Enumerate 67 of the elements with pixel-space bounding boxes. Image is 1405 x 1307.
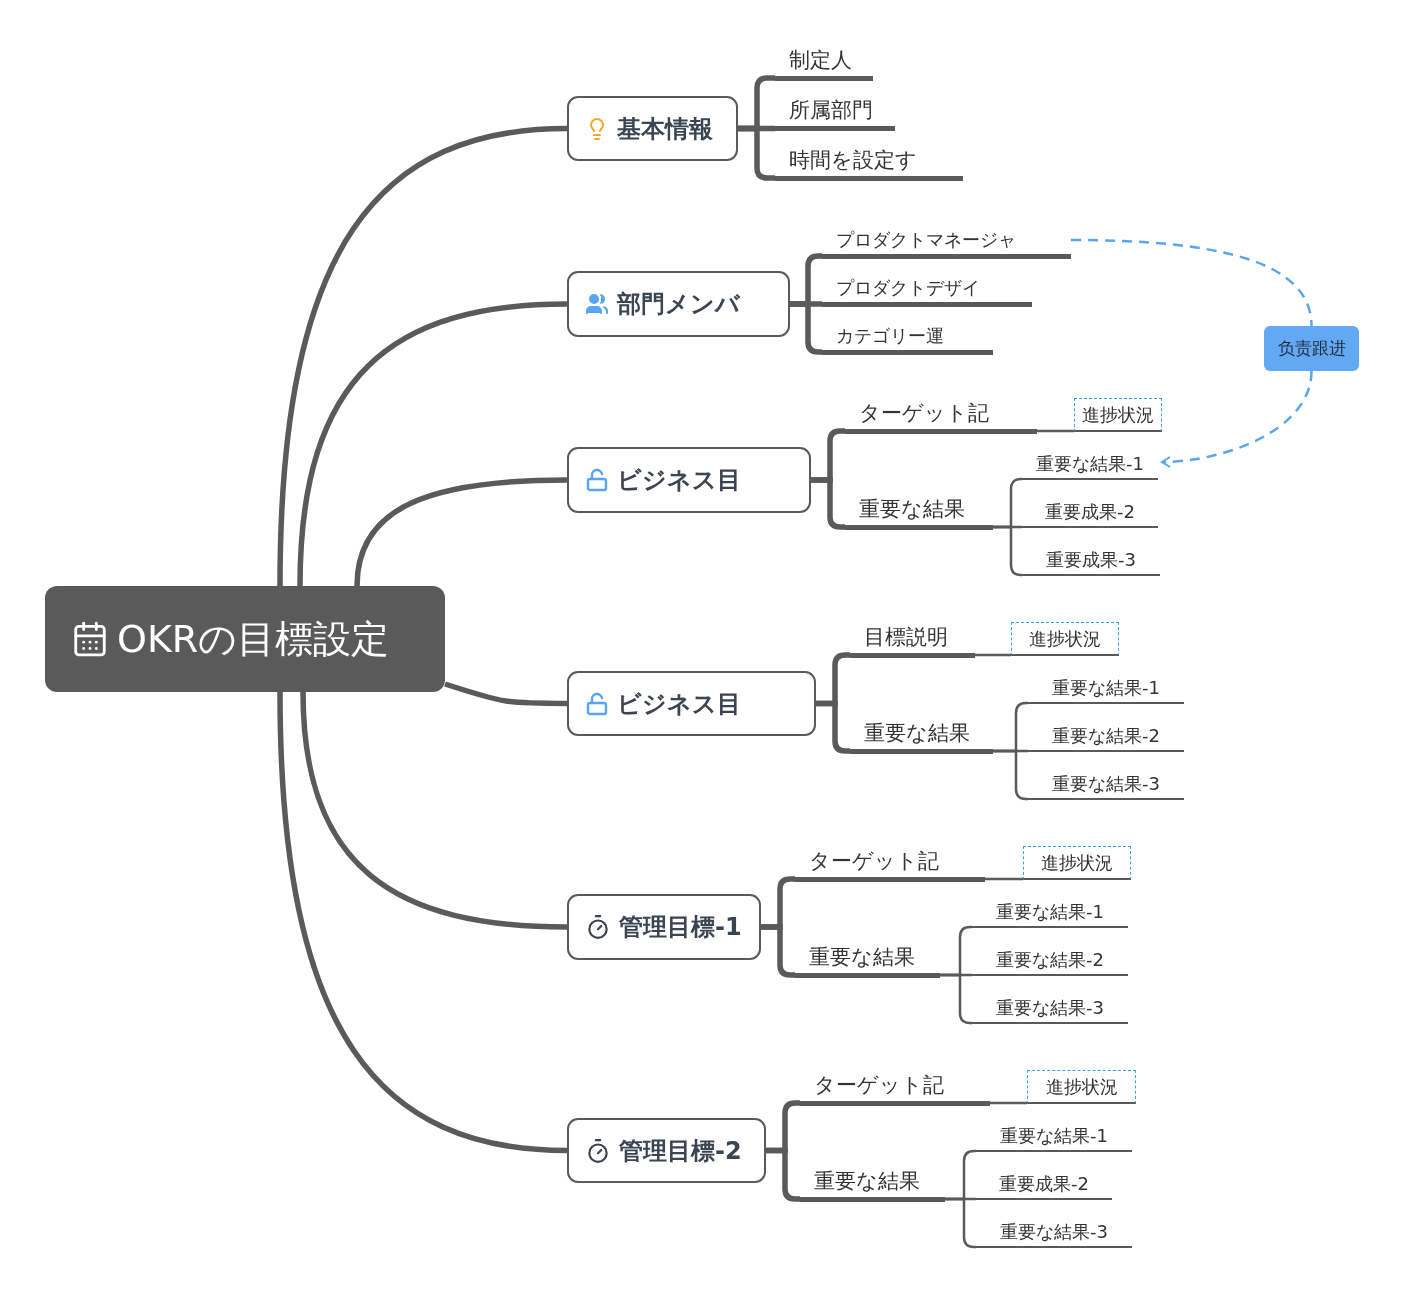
branch-line	[277, 691, 568, 1154]
branch-line	[1037, 429, 1074, 433]
node-text: 重要な結果-1	[996, 900, 1104, 925]
node-text: 時間を設定す	[789, 146, 917, 174]
node-text: 進捗状況	[1029, 626, 1101, 651]
node-text: 目標説明	[864, 623, 948, 651]
node-text: 基本情報	[617, 113, 713, 145]
node-text: ターゲット記	[859, 399, 989, 427]
node-text: ビジネス目	[617, 688, 741, 720]
node-text: 管理目標-1	[619, 912, 742, 943]
node-text: ビジネス目	[617, 465, 741, 496]
node-text: 重要な結果-2	[996, 948, 1104, 973]
branch-line	[985, 877, 1023, 881]
branch-line	[766, 1147, 800, 1202]
branch-line	[790, 301, 822, 355]
topic-box	[567, 271, 790, 337]
branch-line	[354, 477, 568, 587]
node-text: 進捗状況	[1045, 1074, 1118, 1099]
progress-box	[1023, 846, 1131, 881]
progress-box	[1074, 398, 1162, 433]
topic-box	[567, 894, 761, 960]
node-text: 重要な結果-1	[1036, 452, 1144, 477]
tag-box	[1264, 326, 1359, 371]
node-text: 重要な結果	[864, 719, 970, 747]
topic-box	[567, 96, 738, 161]
node-text: 重要な結果-3	[1052, 772, 1160, 797]
node-text: 重要な結果-3	[996, 996, 1104, 1021]
branch-line	[975, 653, 1011, 657]
node-text: 進捗状況	[1082, 402, 1154, 427]
node-text: 重要な結果	[859, 495, 965, 523]
node-text: カテゴリー運	[836, 323, 944, 348]
branch-line	[738, 125, 775, 181]
node-text: プロダクトデザイ	[836, 275, 980, 300]
branch-line	[277, 125, 568, 587]
node-text: 负责跟进	[1277, 337, 1346, 360]
central-topic-box	[45, 586, 445, 692]
dashed-arrow	[1161, 370, 1313, 468]
topic-box	[567, 1118, 766, 1183]
node-text: 重要成果-2	[999, 1172, 1089, 1197]
branch-line	[811, 477, 845, 530]
progress-box	[1027, 1070, 1136, 1105]
branch-line	[990, 1101, 1027, 1105]
branch-line	[816, 700, 850, 754]
node-text: 管理目標-2	[619, 1135, 742, 1167]
node-text: OKRの目標設定	[117, 615, 390, 663]
node-text: ターゲット記	[809, 847, 939, 875]
node-text: 重要な結果-1	[1000, 1124, 1108, 1149]
branch-line	[444, 681, 567, 707]
branch-line	[761, 924, 795, 978]
node-text: 重要な結果-2	[1052, 724, 1160, 749]
node-text: 重要な結果	[809, 943, 915, 971]
node-text: 部門メンバ	[617, 289, 740, 320]
branch-line	[297, 301, 568, 587]
node-text: 重要な結果	[814, 1167, 920, 1195]
node-text: ターゲット記	[814, 1071, 944, 1099]
topic-box	[567, 447, 811, 513]
node-text: プロダクトマネージャ	[836, 227, 1016, 252]
progress-box	[1011, 622, 1119, 657]
branch-line	[300, 691, 568, 930]
node-text: 重要成果-2	[1045, 500, 1135, 525]
node-text: 所属部門	[789, 96, 873, 124]
node-text: 進捗状況	[1041, 850, 1113, 875]
node-text: 重要な結果-3	[1000, 1220, 1108, 1245]
node-text: 制定人	[789, 46, 852, 74]
topic-box	[567, 671, 816, 736]
node-text: 重要な結果-1	[1052, 676, 1160, 701]
node-text: 重要成果-3	[1046, 548, 1136, 573]
